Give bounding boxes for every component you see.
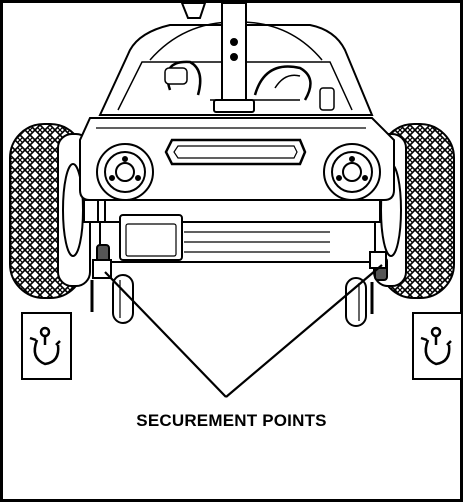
undercarriage xyxy=(99,199,381,263)
left-light xyxy=(96,143,154,201)
pointer-lines xyxy=(104,264,383,398)
right-anti-tip-wheel xyxy=(345,277,367,327)
securement-bracket-right xyxy=(369,251,388,314)
rear-bumper xyxy=(79,117,395,201)
securement-bracket-left xyxy=(90,244,112,312)
securement-points-label: SECUREMENT POINTS xyxy=(136,411,327,430)
tiller-post xyxy=(180,2,255,113)
tie-down-hook-icon xyxy=(21,312,72,380)
tie-down-hook-icon xyxy=(412,312,463,380)
right-light xyxy=(323,143,381,201)
